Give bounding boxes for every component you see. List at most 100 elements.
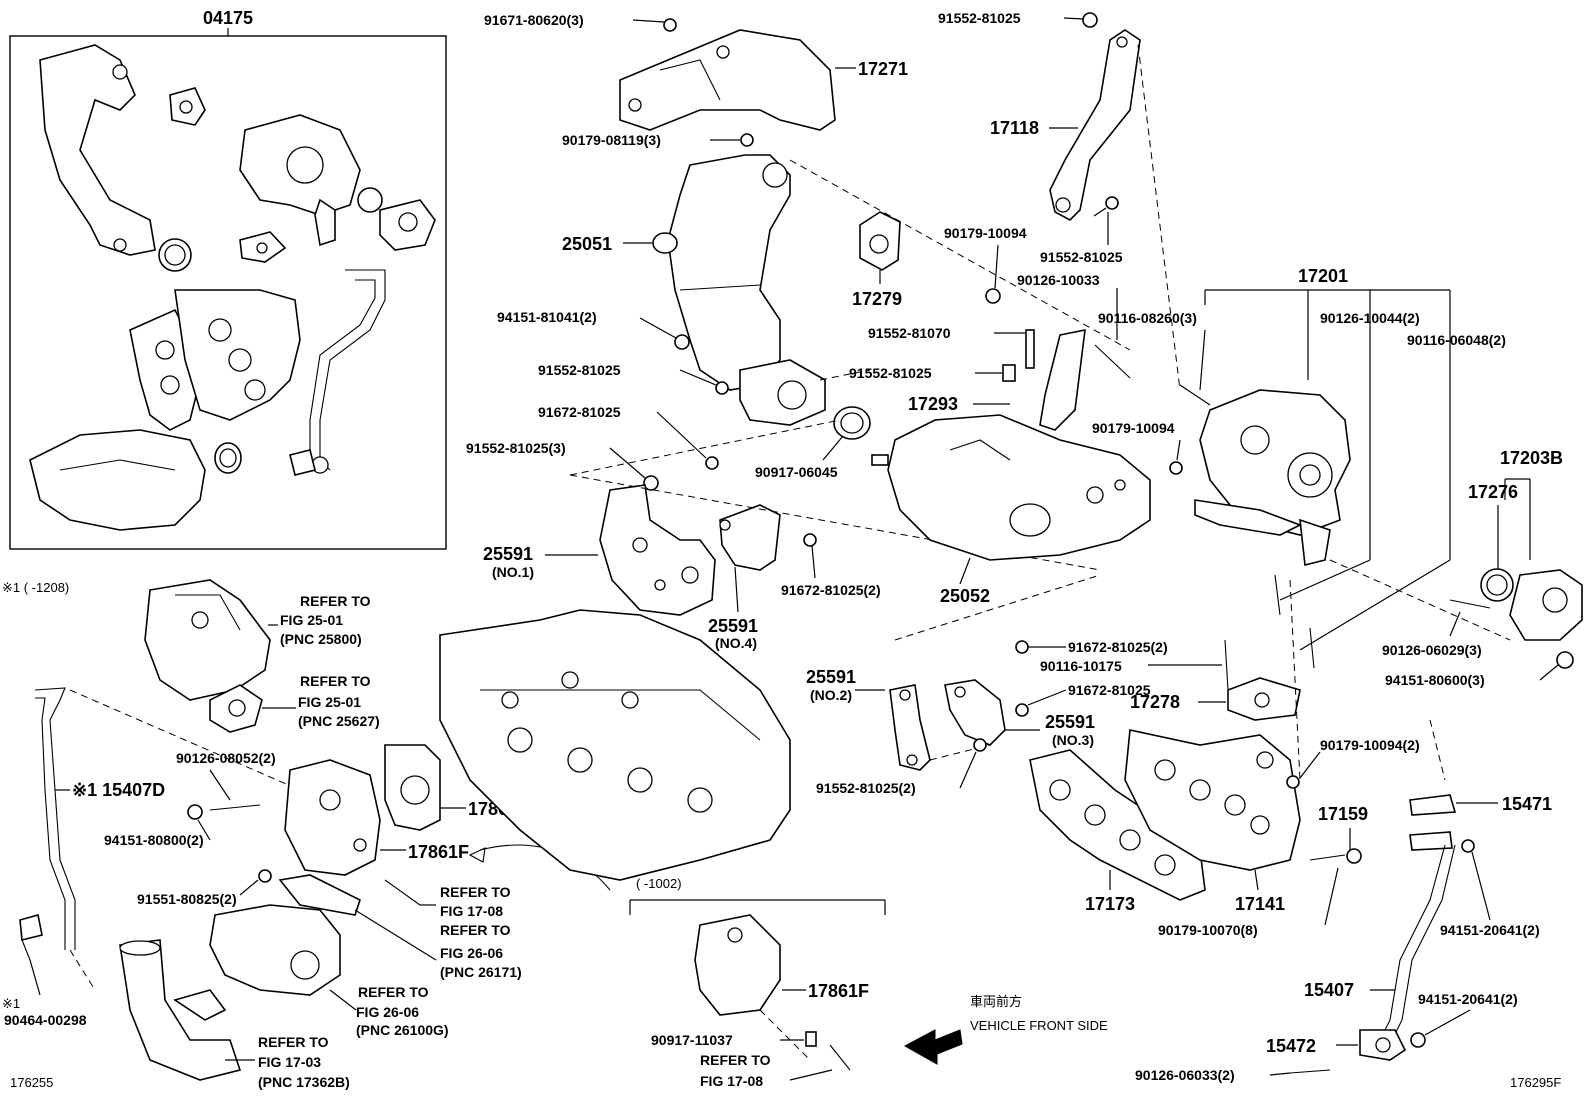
label-91671-80620: 91671-80620(3): [484, 12, 584, 28]
bolt-icon: [973, 738, 987, 752]
label-91552-81025-c: 91552-81025: [849, 365, 932, 381]
label-90179-10094-2: 90179-10094(2): [1320, 737, 1420, 753]
label-91672-81025-b: 91672-81025: [1068, 682, 1151, 698]
code-left: 176255: [10, 1075, 53, 1090]
gasket-15471: [1409, 794, 1457, 816]
nut-icon: [1346, 848, 1362, 864]
nut-icon: [1169, 461, 1183, 475]
label-90179-08119: 90179-08119(3): [562, 132, 661, 148]
ref7-line2: FIG 17-08: [700, 1073, 763, 1089]
label-17293: 17293: [908, 394, 958, 414]
ref2-line3: (PNC 25627): [298, 713, 380, 729]
catalytic-converter-25051: [652, 154, 1131, 426]
label-15407: 15407: [1304, 980, 1354, 1000]
label-90179-10094-a: 90179-10094: [944, 225, 1027, 241]
label-90464-00298: 90464-00298: [4, 1012, 87, 1028]
ref5-line2: FIG 26-06: [356, 1004, 419, 1020]
label-91552-81025-3: 91552-81025(3): [466, 440, 566, 456]
ref6-line2: FIG 17-03: [258, 1054, 321, 1070]
nut-icon: [985, 288, 1001, 304]
label-17141: 17141: [1235, 894, 1285, 914]
label-17278: 17278: [1130, 692, 1180, 712]
label-91552-81025-2: 91552-81025(2): [816, 780, 916, 796]
label-17861f-b: 17861F: [808, 981, 869, 1001]
manifold-gasket-17173: [1029, 749, 1206, 901]
label-17118: 17118: [990, 118, 1039, 138]
hose-15407d: [34, 687, 76, 950]
label-25051: 25051: [562, 234, 612, 254]
ref7-line1: REFER TO: [700, 1052, 771, 1068]
label-25591-no1: 25591: [483, 544, 533, 564]
manifold-stay-no3: [944, 679, 1006, 746]
water-outlet-26100g: [209, 904, 341, 996]
nut-icon: [740, 133, 754, 147]
label-90179-10070: 90179-10070(8): [1158, 922, 1258, 938]
kit-box-label: 04175: [203, 8, 253, 28]
gasket-26171: [278, 874, 361, 916]
label-94151-80800: 94151-80800(2): [104, 832, 204, 848]
nut-icon: [1410, 1032, 1426, 1048]
note-1002: ( -1002): [636, 876, 682, 891]
label-25052: 25052: [940, 586, 990, 606]
code-right: 176295F: [1510, 1075, 1561, 1090]
label-90116-06048: 90116-06048(2): [1407, 332, 1506, 348]
heat-insulator-17271: [619, 29, 836, 131]
label-17201: 17201: [1298, 266, 1348, 286]
bolt-icon: [1082, 12, 1098, 28]
label-17173: 17173: [1085, 894, 1135, 914]
label-25591-no2: 25591: [806, 667, 856, 687]
clamp-90464: [19, 913, 43, 942]
label-91552-81070: 91552-81070: [868, 325, 951, 341]
label-90116-10175: 90116-10175: [1040, 658, 1122, 674]
label-94151-20641-a: 94151-20641(2): [1440, 922, 1540, 938]
label-15471: 15471: [1502, 794, 1552, 814]
ref6-line1: REFER TO: [258, 1034, 329, 1050]
ref2-line1: REFER TO: [300, 673, 371, 689]
nut-icon: [1556, 651, 1574, 669]
ref3-line2: FIG 17-08: [440, 903, 503, 919]
label-91551-80825: 91551-80825(2): [137, 891, 237, 907]
manifold-stay-no4: [719, 504, 781, 571]
vehicle-front-arrow: [903, 1029, 963, 1065]
label-94151-20641-b: 94151-20641(2): [1418, 991, 1518, 1007]
label-no2: (NO.2): [810, 687, 852, 703]
turbocharger-17201: [1194, 389, 1351, 566]
front-label-jp: 車両前方: [970, 994, 1022, 1009]
label-91552-81025-b: 91552-81025: [1040, 249, 1123, 265]
bolt-icon: [1105, 196, 1119, 210]
nut-icon: [1286, 775, 1300, 789]
label-90917-06045: 90917-06045: [755, 464, 838, 480]
bolt-icon: [803, 533, 817, 547]
egr-cooler-body: [284, 759, 381, 876]
label-90116-08260: 90116-08260(3): [1098, 310, 1197, 326]
bolt-icon: [663, 18, 677, 32]
label-91672-81025-2a: 91672-81025(2): [781, 582, 881, 598]
catalytic-converter-25052: [871, 414, 1151, 561]
label-25591-no3: 25591: [1045, 712, 1095, 732]
bolt-icon: [1015, 703, 1029, 717]
label-90179-10094-b: 90179-10094: [1092, 420, 1175, 436]
cylinder-head: [439, 609, 791, 881]
ref6-line3: (PNC 17362B): [258, 1074, 350, 1090]
label-90126-06029: 90126-06029(3): [1382, 642, 1482, 658]
label-no4: (NO.4): [715, 635, 757, 651]
label-90126-06033: 90126-06033(2): [1135, 1067, 1235, 1083]
ref4-line2: FIG 26-06: [440, 945, 503, 961]
note1-mark: ※1: [2, 996, 20, 1011]
bracket-17293: [1039, 328, 1086, 431]
bolt-icon: [258, 869, 272, 883]
nut-icon: [1461, 839, 1475, 853]
ref1-line1: REFER TO: [300, 593, 371, 609]
ref1-line2: FIG 25-01: [280, 612, 343, 628]
nut-icon: [187, 804, 203, 820]
ref5-line1: REFER TO: [358, 984, 429, 1000]
front-label-en: VEHICLE FRONT SIDE: [970, 1018, 1108, 1033]
ref5-line3: (PNC 26100G): [356, 1022, 449, 1038]
label-17276: 17276: [1468, 482, 1518, 502]
label-25591-no4: 25591: [708, 616, 758, 636]
ref4-line3: (PNC 26171): [440, 964, 522, 980]
label-15407d: ※1 15407D: [72, 780, 165, 800]
nut-icon: [674, 334, 690, 350]
bolt-icon: [715, 381, 729, 395]
